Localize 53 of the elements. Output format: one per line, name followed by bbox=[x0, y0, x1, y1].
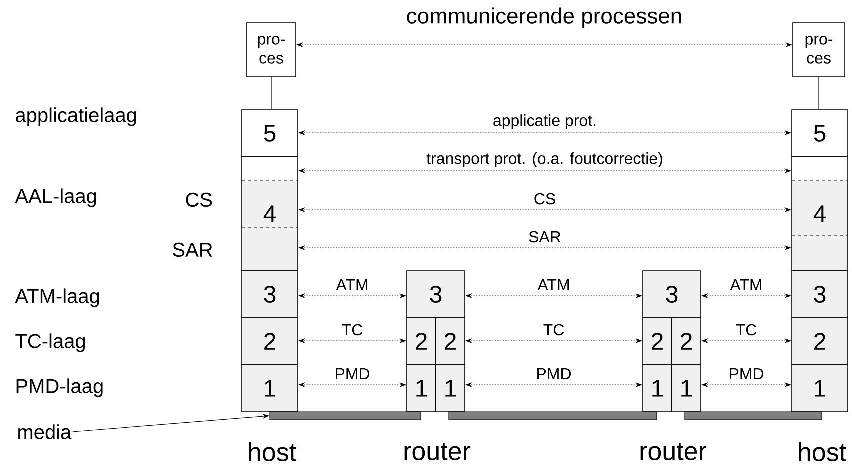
media-bar bbox=[684, 412, 822, 420]
layer-label: PMD-laag bbox=[16, 378, 103, 398]
device-label: router bbox=[640, 443, 707, 461]
layer-box: 4 bbox=[792, 156, 848, 272]
layer-box: 4 bbox=[242, 156, 298, 272]
layer-label: TC-laag bbox=[16, 334, 86, 352]
device-label: router bbox=[404, 443, 471, 461]
layer-label: SAR bbox=[173, 242, 212, 258]
layer-label: applicatielaag bbox=[16, 108, 136, 126]
layer-label: ATM-laag bbox=[15, 288, 100, 308]
edge-label: PMD bbox=[334, 368, 371, 380]
edge-label: TC bbox=[735, 324, 758, 336]
edge-label: communicerende processen bbox=[406, 7, 684, 29]
edge-label: SAR bbox=[528, 230, 562, 244]
layer-label: AAL-laag bbox=[15, 188, 96, 208]
layer-box: 1 bbox=[242, 364, 298, 412]
edge-label: PMD bbox=[536, 368, 572, 380]
edge-label: TC bbox=[341, 324, 364, 336]
layer-box: 2 bbox=[642, 318, 672, 366]
layer-box: 1 bbox=[672, 364, 702, 412]
layer-box: 1 bbox=[642, 364, 672, 412]
layer-box: 1 bbox=[436, 364, 466, 412]
device-label: host bbox=[799, 442, 846, 462]
device-label: host bbox=[249, 442, 296, 462]
media-bar bbox=[448, 412, 658, 420]
layer-box: 3 bbox=[406, 270, 466, 318]
edge-label: TC bbox=[542, 324, 566, 336]
media-label: media bbox=[18, 424, 72, 440]
layer-box: 1 bbox=[406, 364, 436, 412]
edge-label: PMD bbox=[728, 368, 765, 380]
edge-label: transport prot. (o.a. foutcorrectie) bbox=[426, 152, 664, 168]
edge-label: CS bbox=[533, 192, 557, 206]
edge-label: ATM bbox=[730, 279, 764, 291]
layer-box: 2 bbox=[242, 318, 298, 366]
layer-label: CS bbox=[186, 192, 212, 208]
layer-box: 2 bbox=[672, 318, 702, 366]
media-bar bbox=[270, 412, 422, 420]
process-box: pro- ces bbox=[246, 22, 296, 78]
edge-label: ATM bbox=[336, 279, 370, 291]
layer-box: 3 bbox=[792, 270, 848, 318]
layer-box: 5 bbox=[792, 110, 848, 158]
edge-label: ATM bbox=[537, 279, 571, 291]
connector-line bbox=[818, 77, 820, 110]
layer-box: 3 bbox=[242, 270, 298, 318]
layer-box: 1 bbox=[792, 364, 848, 412]
connector-line bbox=[271, 77, 272, 110]
edge-label: applicatie prot. bbox=[492, 114, 598, 130]
layer-box: 2 bbox=[436, 318, 466, 366]
layer-box: 2 bbox=[792, 318, 848, 366]
layer-box: 3 bbox=[642, 270, 702, 318]
layer-box: 5 bbox=[242, 110, 298, 158]
layer-box: 2 bbox=[406, 318, 436, 366]
process-box: pro- ces bbox=[792, 22, 846, 78]
